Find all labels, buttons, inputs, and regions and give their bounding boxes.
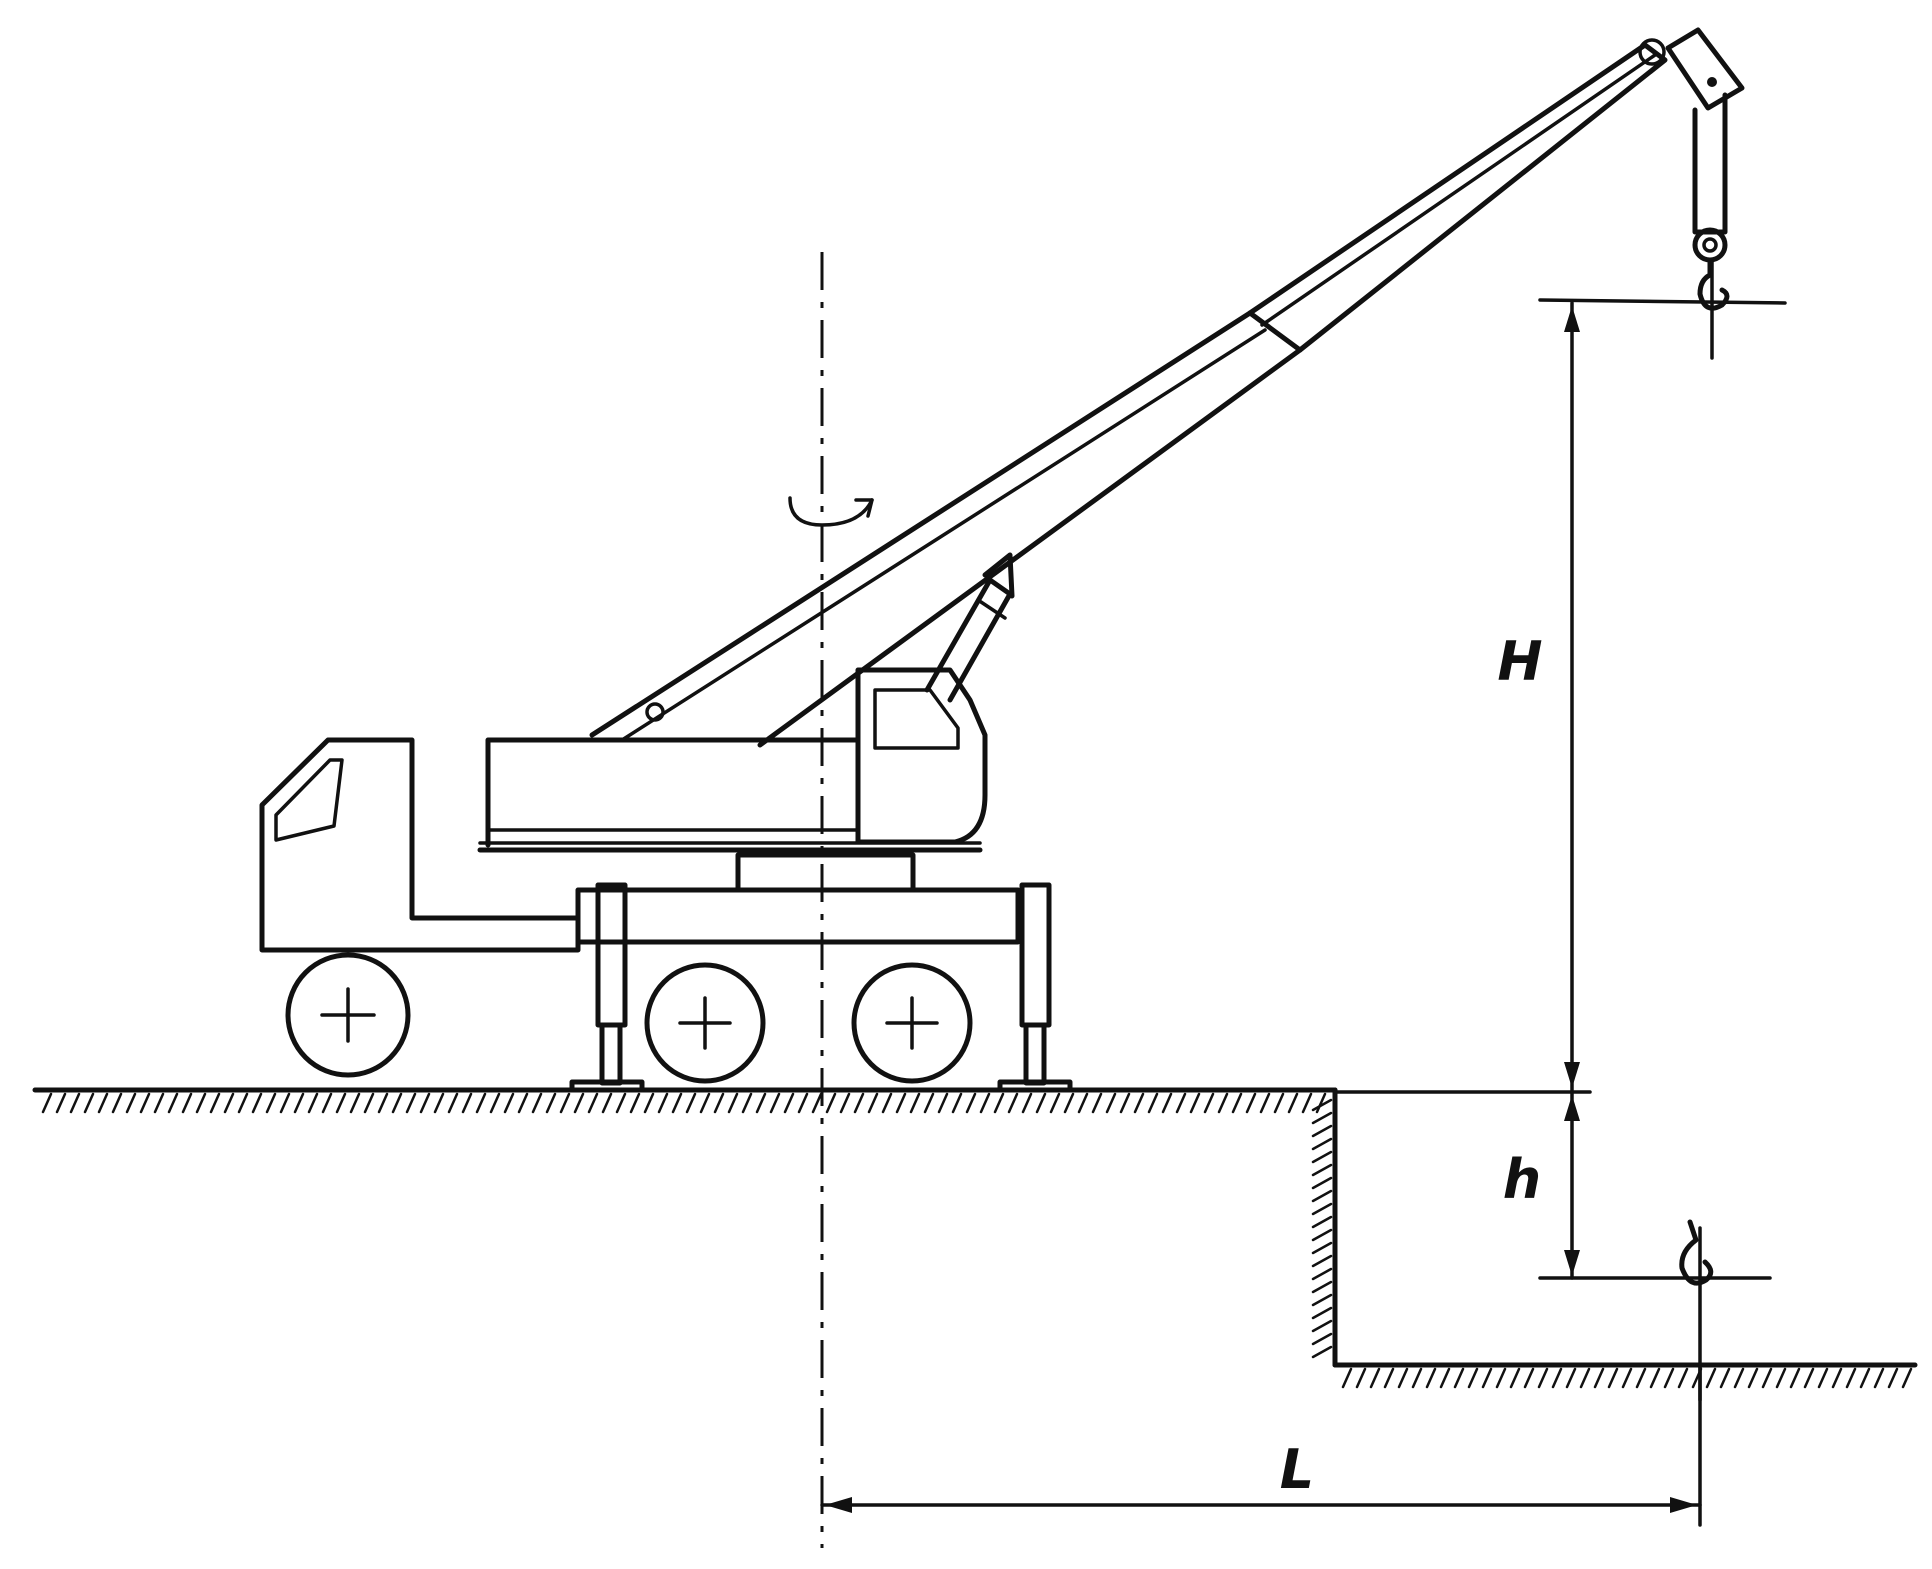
dimension-h [1333,1090,1772,1280]
turntable [477,841,983,893]
wheel-rear-1 [644,962,766,1084]
dimension-H [1538,298,1787,1092]
boom-lift-cylinder [924,552,1015,703]
wheel-front [285,952,411,1078]
label-L: L [1280,1438,1314,1501]
telescopic-boom-base [589,310,1303,748]
outrigger-right [997,1022,1073,1093]
truck-cab [259,737,581,953]
outrigger-left [569,1022,645,1093]
superstructure-body [485,667,988,848]
hook-upper-icon [1697,259,1730,360]
ground-lower [1332,1362,1918,1389]
excavation-wall [1311,1087,1338,1368]
wheel-rear-2 [851,962,973,1084]
ground-upper [32,1087,1338,1114]
hook-block-upper [1692,92,1728,263]
label-H: H [1497,630,1542,693]
rotation-arrow-icon [788,496,874,527]
label-h: h [1503,1148,1541,1211]
operator-cabin-window [873,688,960,750]
telescopic-boom-extension [1247,38,1668,353]
dimension-L [820,1363,1702,1527]
boom-head-sheave [1665,27,1745,111]
